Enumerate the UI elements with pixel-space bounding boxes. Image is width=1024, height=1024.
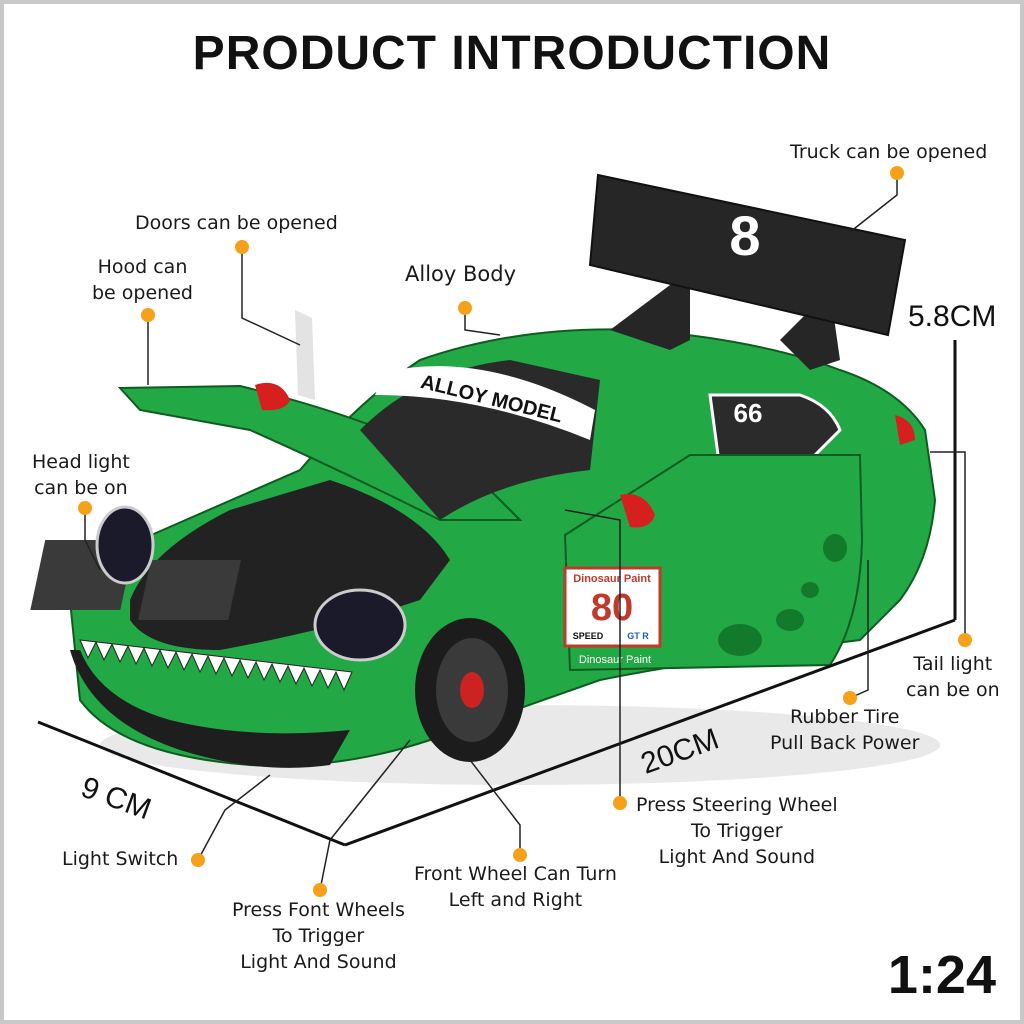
page-title: PRODUCT INTRODUCTION [192, 27, 832, 80]
taillight [895, 415, 915, 445]
width-line [37, 720, 346, 847]
front-bumper [70, 650, 350, 768]
wing-number: 8 [729, 204, 760, 267]
label-truck: Truck can be opened [790, 141, 988, 163]
right-mirror [620, 494, 655, 528]
shark-teeth [79, 639, 353, 692]
label-light-switch: Light Switch [62, 848, 179, 870]
door-sponsor-text: Dinosaur Paint [579, 654, 651, 666]
engine-grille-right [138, 560, 241, 620]
plate-gtr: GT R [627, 631, 649, 641]
door-spots [718, 534, 847, 656]
plate-sponsor: Dinosaur Paint [573, 573, 651, 585]
side-window-number: 66 [734, 398, 763, 428]
front-wheel [415, 618, 525, 762]
dimension-lines [37, 340, 957, 847]
dimension-height: 5.8CM [908, 300, 997, 333]
label-alloy-body: Alloy Body [405, 262, 516, 286]
right-headlight [313, 588, 407, 662]
length-line [344, 618, 956, 847]
scale-label: 1:24 [887, 945, 996, 1005]
left-door-glass [295, 310, 315, 400]
race-number-plate: Dinosaur Paint 80 SPEED GT R [563, 566, 662, 648]
rear-wing: 8 [588, 173, 907, 370]
plate-number: 80 [591, 587, 633, 629]
windshield-banner [375, 366, 595, 440]
left-mirror [255, 382, 290, 411]
callout-dots [78, 166, 972, 897]
label-doors: Doors can be opened [135, 212, 338, 234]
plate-speed: SPEED [573, 631, 604, 641]
left-headlight [95, 505, 155, 585]
